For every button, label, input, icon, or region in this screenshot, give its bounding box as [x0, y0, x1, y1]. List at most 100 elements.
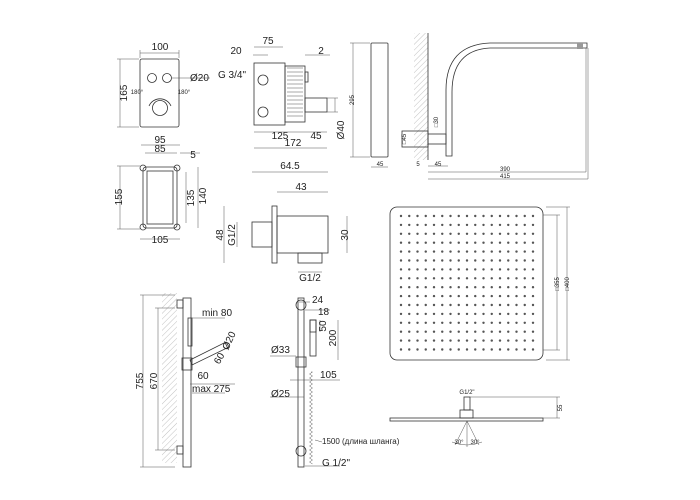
nozzle-dot [523, 241, 526, 244]
nozzle-dot [490, 241, 493, 244]
nozzle-dot [449, 339, 452, 342]
dim-total-reach: 415 [500, 174, 511, 180]
nozzle-dot [515, 250, 518, 253]
nozzle-dot [416, 330, 419, 333]
knob-icon [152, 100, 168, 116]
nozzle-dot [482, 259, 485, 262]
button-right-icon [162, 73, 172, 83]
nozzle-dot [523, 312, 526, 316]
nozzle-dot [457, 250, 460, 253]
dim-outlet-length: 45 [310, 131, 322, 142]
nozzle-dot [408, 250, 411, 253]
nozzle-dot [449, 330, 452, 333]
nozzle-dot [432, 312, 436, 316]
nozzle-dot [399, 223, 403, 227]
nozzle-dot [482, 330, 485, 333]
nozzle-dot [498, 339, 502, 342]
nozzle-dot [498, 303, 502, 307]
nozzle-dot [432, 214, 436, 218]
nozzle-dot [399, 268, 403, 271]
nozzle-dot [399, 339, 403, 342]
dim-hose-thread: G 1/2" [322, 458, 350, 469]
nozzle-dot [523, 268, 526, 271]
button-left-icon [147, 73, 157, 83]
nozzle-dot [432, 339, 436, 342]
nozzle-dot [490, 259, 493, 262]
nozzle-dot [507, 277, 510, 280]
nozzle-dot [416, 277, 419, 280]
dim-shower-height: 55 [558, 404, 564, 411]
nozzle-dot [482, 339, 485, 342]
nozzle-dot [474, 223, 477, 227]
nozzle-dot [424, 259, 427, 262]
dim-wall: 5 [190, 150, 196, 161]
nozzle-dot [424, 339, 427, 342]
dim-button-diameter: Ø20 [190, 73, 209, 84]
wall-outlet-view: 64.5 43 48 G1/2 30 G1/2 [215, 161, 351, 284]
nozzle-dot [465, 303, 469, 307]
nozzle-dot [441, 259, 444, 262]
angle-right: 180° [178, 90, 191, 96]
nozzle-dot [507, 250, 510, 253]
dim-outlet-diameter: Ø40 [336, 120, 347, 139]
nozzle-dot [424, 294, 427, 298]
nozzle-dot [515, 223, 518, 227]
nozzle-dot [416, 348, 419, 351]
nozzle-dot [457, 268, 460, 271]
dim-inlet-thread: G1/2 [227, 224, 238, 246]
nozzle-dot [457, 241, 460, 244]
nozzle-dot [531, 321, 535, 324]
tile-profile-view: 295 45 [350, 42, 389, 168]
nozzle-dot [408, 294, 411, 298]
dim-holder-offset-front: 105 [320, 370, 337, 381]
nozzle-dot [523, 286, 526, 289]
nozzle-dot [399, 241, 403, 244]
dim-inner-square: □355 [555, 277, 561, 291]
nozzle-dot [457, 223, 460, 227]
nozzle-dot [515, 339, 518, 342]
nozzle-dot [441, 214, 444, 218]
nozzle-dot [416, 232, 419, 235]
nozzle-dot [416, 294, 419, 298]
nozzle-dot [531, 312, 535, 316]
nozzle-dot [482, 312, 485, 316]
nozzle-dot [507, 321, 510, 324]
nozzle-dot [482, 277, 485, 280]
nozzle-dot [432, 223, 436, 227]
nozzle-dot [498, 294, 502, 298]
nozzle-dot [523, 339, 526, 342]
nozzle-dot [490, 339, 493, 342]
nozzle-dot [498, 268, 502, 271]
nozzle-dot [408, 259, 411, 262]
nozzle-dot [507, 232, 510, 235]
dim-body-length: 125 [272, 131, 289, 142]
dim-flange-depth: 45 [435, 162, 442, 168]
nozzle-dot [457, 321, 460, 324]
nozzle-dot [432, 321, 436, 324]
nozzle-dot [399, 303, 403, 307]
mounting-box-view: 95 85 5 155 135 140 105 [114, 135, 209, 246]
nozzle-dot [449, 321, 452, 324]
nozzle-dot [441, 232, 444, 235]
nozzle-dot [457, 294, 460, 298]
dim-bracket-width: 24 [312, 295, 324, 306]
dim-outlet-length: 64.5 [280, 161, 300, 172]
nozzle-dot [457, 232, 460, 235]
nozzle-dot [523, 232, 526, 235]
nozzle-dot [531, 241, 535, 244]
nozzle-dot [523, 277, 526, 280]
nozzle-dot [523, 294, 526, 298]
nozzle-dot [474, 250, 477, 253]
nozzle-dot [523, 330, 526, 333]
nozzle-dot [408, 330, 411, 333]
nozzle-dot [474, 277, 477, 280]
nozzle-dot [399, 321, 403, 324]
nozzle-dot [465, 348, 469, 351]
nozzle-dot [424, 268, 427, 271]
nozzle-dot [457, 330, 460, 333]
nozzle-dot [424, 223, 427, 227]
nozzle-dot [465, 232, 469, 235]
nozzle-dot [515, 294, 518, 298]
dim-handle-diameter: Ø20 [221, 330, 239, 352]
nozzle-dot [441, 303, 444, 307]
